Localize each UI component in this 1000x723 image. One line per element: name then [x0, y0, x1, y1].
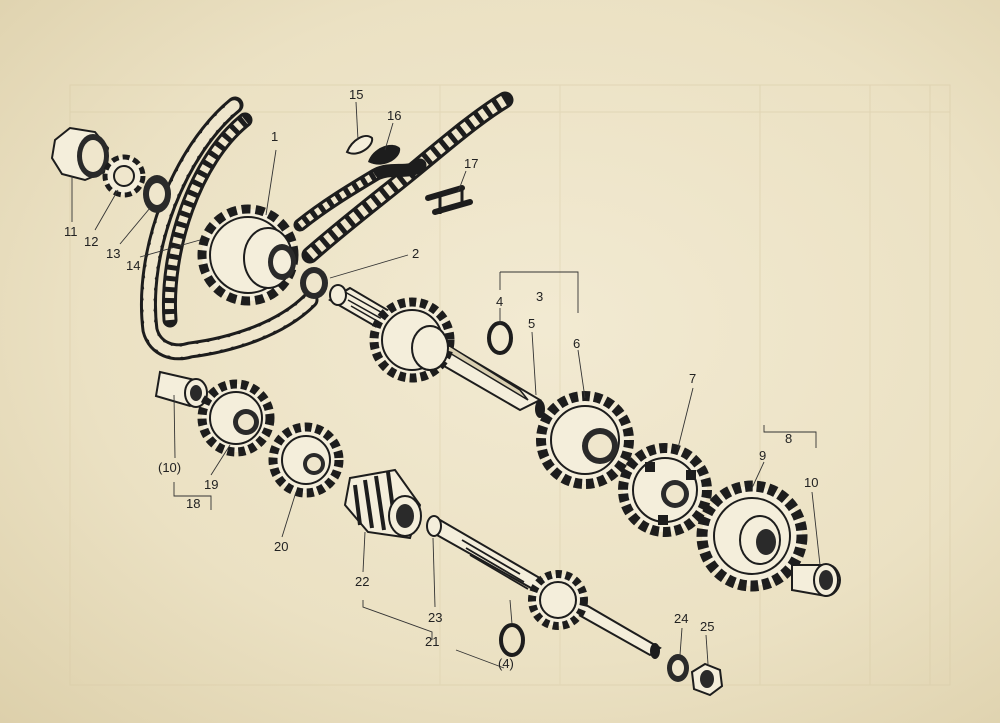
label-part-15: 15 [349, 87, 363, 102]
bushing-10-left [154, 370, 208, 408]
label-part-8: 8 [785, 431, 792, 446]
lock-washer-12 [102, 154, 146, 198]
gear-9 [696, 480, 808, 592]
label-part-16: 16 [387, 108, 401, 123]
label-part-11: 11 [64, 224, 78, 239]
label-part-24: 24 [674, 611, 688, 626]
label-part-19: 19 [204, 477, 218, 492]
label-part-23: 23 [428, 610, 442, 625]
label-part-5: 5 [528, 316, 535, 331]
label-part-18: 18 [186, 496, 200, 511]
gear-20 [268, 422, 344, 498]
label-part-4: 4 [496, 294, 503, 309]
label-part-2: 2 [412, 246, 419, 261]
chain-master-link [345, 134, 473, 215]
layshaft-gear [528, 570, 588, 630]
drive-chain [139, 91, 514, 361]
washer-13 [143, 175, 171, 213]
leader-lines [71, 101, 821, 669]
label-part-10-ref: (10) [158, 460, 181, 475]
bushing-10 [791, 563, 842, 598]
circlip-4 [487, 321, 513, 355]
label-part-21: 21 [425, 634, 439, 649]
gear-22 [343, 468, 422, 540]
label-part-1: 1 [271, 129, 278, 144]
label-part-25: 25 [700, 619, 714, 634]
main-shaft-gear [369, 297, 455, 383]
label-part-4-ref: (4) [498, 656, 514, 671]
label-part-10: 10 [804, 475, 818, 490]
label-part-3: 3 [536, 289, 543, 304]
label-part-9: 9 [759, 448, 766, 463]
label-part-22: 22 [355, 574, 369, 589]
label-part-12: 12 [84, 234, 98, 249]
label-part-17: 17 [464, 156, 478, 171]
part-number-labels: 1 2 3 4 5 6 7 8 9 10 (10) 11 12 13 14 15… [64, 87, 818, 671]
gear-7 [618, 443, 712, 537]
label-part-7: 7 [689, 371, 696, 386]
label-part-13: 13 [106, 246, 120, 261]
label-part-20: 20 [274, 539, 288, 554]
gear-6 [536, 391, 634, 489]
nut-25 [690, 662, 724, 697]
drive-sprocket [197, 204, 299, 306]
circlip-4-lower [499, 623, 525, 657]
label-part-14: 14 [126, 258, 140, 273]
gear-19 [197, 379, 275, 457]
spacer-2 [300, 267, 328, 299]
label-part-6: 6 [573, 336, 580, 351]
hex-nut-11 [50, 126, 110, 182]
washer-24 [667, 654, 689, 682]
